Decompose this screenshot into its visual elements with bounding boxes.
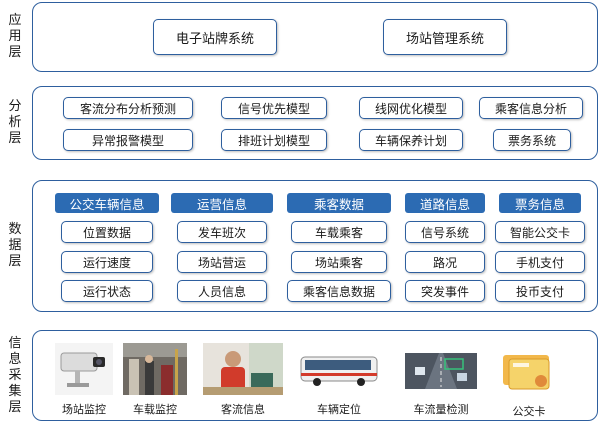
collection-layer-label: 信 息 采 集 层 <box>8 336 22 415</box>
anomaly-alarm-model[interactable]: 异常报警模型 <box>63 129 193 151</box>
data-column-header-road: 道路信息 <box>405 193 485 213</box>
passenger-info-analysis[interactable]: 乘客信息分析 <box>479 97 583 119</box>
data-item-passenger-info-data[interactable]: 乘客信息数据 <box>287 280 391 302</box>
data-column-header-ticketing: 票务信息 <box>499 193 581 213</box>
data-item-speed[interactable]: 运行速度 <box>61 251 153 273</box>
data-column-header-operation: 运营信息 <box>171 193 273 213</box>
data-item-mobile-payment[interactable]: 手机支付 <box>495 251 585 273</box>
data-item-station-operation[interactable]: 场站营运 <box>177 251 267 273</box>
analysis-layer-label: 分 析 层 <box>8 99 22 146</box>
cctv-camera-photo <box>55 343 113 395</box>
data-item-onboard-passengers[interactable]: 车载乘客 <box>291 221 387 243</box>
signal-priority-model[interactable]: 信号优先模型 <box>221 97 327 119</box>
caption-traffic-detection: 车流量检测 <box>413 403 469 416</box>
data-item-road-condition[interactable]: 路况 <box>405 251 485 273</box>
network-optimization-model[interactable]: 线网优化模型 <box>359 97 463 119</box>
caption-transit-card: 公交卡 <box>512 405 546 418</box>
application-layer-label: 应 用 层 <box>8 13 22 60</box>
data-item-running-status[interactable]: 运行状态 <box>61 280 153 302</box>
station-management-system[interactable]: 场站管理系统 <box>383 19 507 55</box>
bus-photo <box>297 349 381 389</box>
data-item-signal-system[interactable]: 信号系统 <box>405 221 485 243</box>
traffic-camera-photo <box>405 353 477 389</box>
passenger-flow-forecast-model[interactable]: 客流分布分析预测 <box>63 97 193 119</box>
data-item-emergency[interactable]: 突发事件 <box>405 280 485 302</box>
bus-interior-photo <box>123 343 187 395</box>
ticketing-system[interactable]: 票务系统 <box>493 129 571 151</box>
scheduling-plan-model[interactable]: 排班计划模型 <box>221 129 327 151</box>
data-item-coin-payment[interactable]: 投币支付 <box>495 280 585 302</box>
data-layer-label: 数 据 层 <box>8 222 22 269</box>
collection-layer-panel: 场站监控 车载监控 客流信息 <box>32 330 598 421</box>
caption-onboard-monitoring: 车载监控 <box>133 403 177 416</box>
analysis-layer-panel: 客流分布分析预测 信号优先模型 线网优化模型 乘客信息分析 异常报警模型 排班计… <box>32 86 598 160</box>
data-item-position[interactable]: 位置数据 <box>61 221 153 243</box>
data-item-smart-card[interactable]: 智能公交卡 <box>495 221 585 243</box>
vehicle-maintenance-plan[interactable]: 车辆保养计划 <box>359 129 463 151</box>
passenger-photo <box>203 343 283 395</box>
data-column-header-vehicle: 公交车辆信息 <box>55 193 159 213</box>
data-layer-panel: 公交车辆信息 位置数据 运行速度 运行状态 运营信息 发车班次 场站营运 人员信… <box>32 180 598 312</box>
caption-passenger-flow: 客流信息 <box>221 403 265 416</box>
transit-card-photo <box>499 351 559 393</box>
caption-station-monitoring: 场站监控 <box>62 403 106 416</box>
data-item-departures[interactable]: 发车班次 <box>177 221 267 243</box>
caption-vehicle-positioning: 车辆定位 <box>317 403 361 416</box>
electronic-stop-sign-system[interactable]: 电子站牌系统 <box>153 19 277 55</box>
data-column-header-passenger: 乘客数据 <box>287 193 391 213</box>
data-item-staff-info[interactable]: 人员信息 <box>177 280 267 302</box>
application-layer-panel: 电子站牌系统 场站管理系统 <box>32 2 598 72</box>
data-item-station-passengers[interactable]: 场站乘客 <box>291 251 387 273</box>
